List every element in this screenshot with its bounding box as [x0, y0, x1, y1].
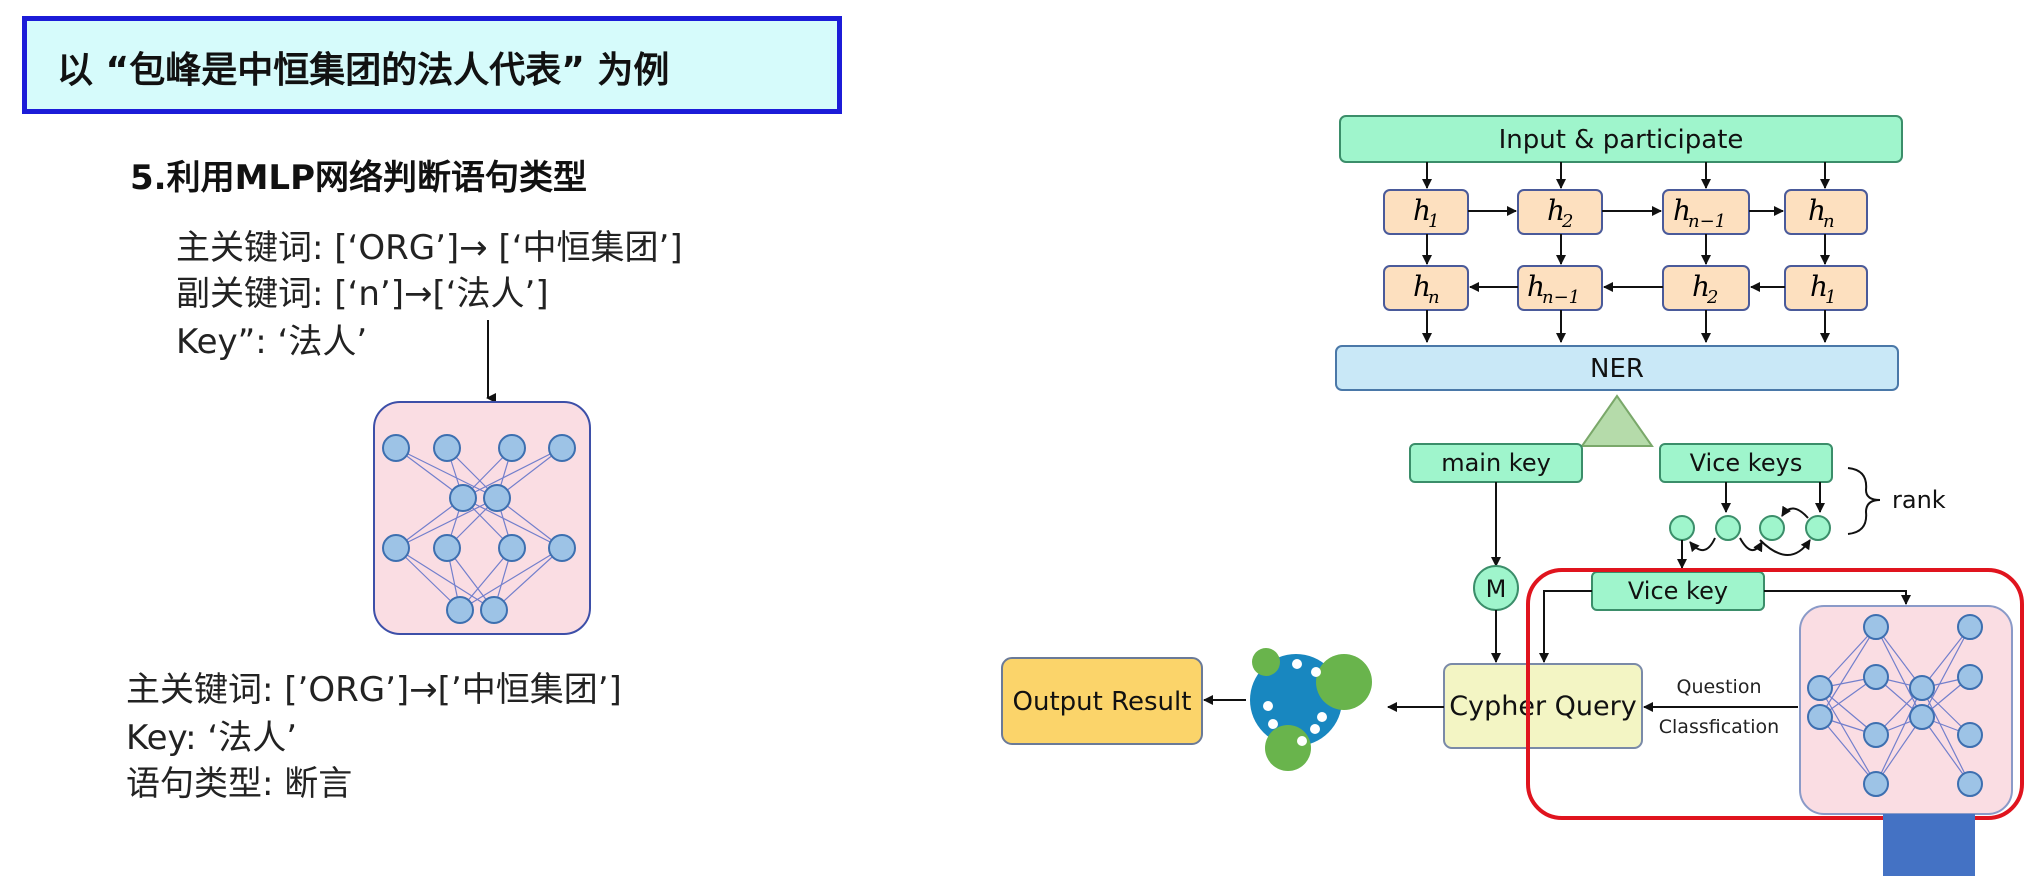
question-label: Question [1677, 676, 1762, 698]
classification-label: Classfication [1659, 716, 1779, 738]
forward-h-sub: n [1823, 211, 1835, 232]
mlp-node [498, 534, 526, 562]
classifier-node [1909, 704, 1935, 730]
backward-h-base: h [1810, 270, 1828, 303]
rank-brace [1847, 467, 1881, 535]
title-box: 以 “包峰是中恒集团的法人代表” 为例 [22, 16, 842, 114]
backward-h-base: h [1413, 270, 1431, 303]
forward-h-base: h [1808, 194, 1826, 227]
mlp-node [480, 596, 508, 624]
ner-label: NER [1590, 354, 1644, 384]
m-label: M [1486, 575, 1507, 603]
classifier-node [1957, 614, 1983, 640]
corner-block [1883, 814, 1975, 876]
mlp-node [433, 534, 461, 562]
backward-h-sub: 1 [1825, 287, 1836, 308]
vice-keys-box [1659, 443, 1833, 483]
step-heading: 5.利用MLP网络判断语句类型 [130, 158, 587, 198]
mlp-node [433, 434, 461, 462]
output-main-keywords: 主关键词: [’ORG’]→[’中恒集团’] [126, 670, 622, 710]
highlight-outline [1526, 568, 2024, 820]
left-mlp-diagram [373, 320, 591, 635]
classifier-node [1909, 675, 1935, 701]
classifier-node [1957, 664, 1983, 690]
mlp-node [498, 434, 526, 462]
classifier-node [1957, 722, 1983, 748]
backward-h-base: h [1527, 270, 1545, 303]
rank-node [1759, 515, 1785, 541]
cypher-query-label: Cypher Query [1449, 691, 1636, 722]
vice-key-label: Vice key [1628, 577, 1728, 605]
backward-h-base: h [1692, 270, 1710, 303]
input-key: Key”: ‘法人’ [176, 322, 368, 362]
ner-box [1335, 345, 1899, 391]
mlp-node [449, 484, 477, 512]
classifier-node [1863, 664, 1889, 690]
rank-node [1715, 515, 1741, 541]
output-result-label: Output Result [1013, 687, 1192, 717]
mlp-node [446, 596, 474, 624]
rank-label: rank [1892, 486, 1946, 514]
classifier-node [1863, 771, 1889, 797]
triangle-marker [1580, 394, 1654, 447]
forward-h-base: h [1547, 194, 1565, 227]
forward-h-sub: 1 [1428, 211, 1439, 232]
output-key: Key: ‘法人’ [126, 718, 298, 758]
backward-h-sub: 2 [1706, 287, 1718, 308]
output-sentence-type: 语句类型: 断言 [126, 764, 353, 804]
mlp-node [382, 434, 410, 462]
vice-keys-label: Vice keys [1690, 449, 1803, 477]
main-key-label: main key [1441, 449, 1551, 477]
mlp-node [483, 484, 511, 512]
classifier-node [1863, 722, 1889, 748]
backward-h-sub: n [1428, 287, 1440, 308]
classifier-node [1957, 771, 1983, 797]
page-title: 以 “包峰是中恒集团的法人代表” 为例 [57, 50, 670, 91]
input-label: Input & participate [1499, 125, 1744, 155]
forward-row: h 1 h 2 h n−1 h n [1383, 189, 1868, 235]
rank-node [1669, 515, 1695, 541]
backward-h-sub: n−1 [1542, 287, 1580, 308]
output-result-box [1001, 657, 1203, 745]
mlp-node [548, 534, 576, 562]
classifier-node [1807, 704, 1833, 730]
input-vice-keywords: 副关键词: [‘n’]→[‘法人’] [176, 274, 549, 314]
forward-h-base: h [1413, 194, 1431, 227]
input-box [1339, 115, 1903, 163]
mlp-node [548, 434, 576, 462]
mlp-node [382, 534, 410, 562]
classifier-node [1863, 614, 1889, 640]
forward-h-base: h [1673, 194, 1691, 227]
graph-database-icon [1250, 648, 1372, 771]
classifier-node [1807, 675, 1833, 701]
forward-h-sub: n−1 [1688, 211, 1726, 232]
input-main-keywords: 主关键词: [‘ORG’]→ [‘中恒集团’] [176, 228, 683, 268]
rank-node [1805, 515, 1831, 541]
forward-h-sub: 2 [1561, 211, 1573, 232]
